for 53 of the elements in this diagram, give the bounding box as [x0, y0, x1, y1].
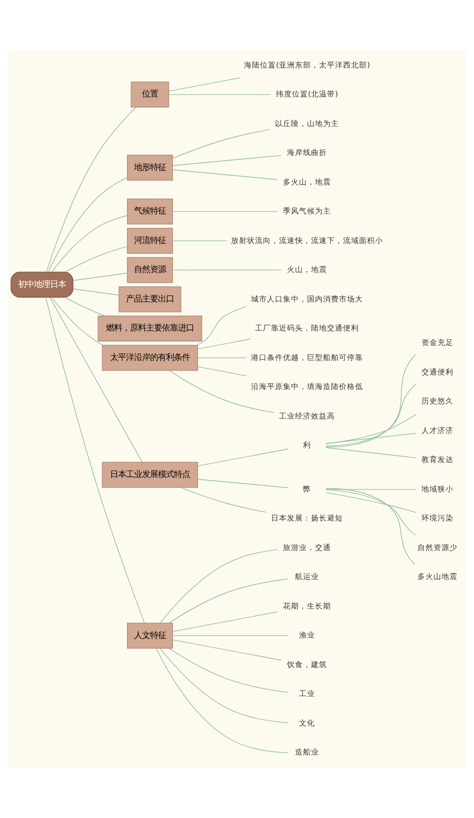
connector: [180, 487, 266, 513]
node-box: 燃料，原料主要依靠进口: [98, 316, 202, 342]
connector: [172, 211, 278, 212]
connector: [45, 296, 145, 624]
node-box: 自然资源: [126, 257, 173, 283]
node-box: 人文特征: [126, 622, 173, 649]
connector: [197, 478, 288, 488]
connector: [51, 215, 128, 272]
node-box: 产品主要出口: [118, 286, 182, 312]
node-box: 气候特征: [126, 198, 173, 224]
connector: [197, 338, 250, 350]
connector: [46, 106, 136, 272]
connector: [51, 297, 104, 346]
connector: [50, 297, 142, 462]
connector: [168, 578, 288, 624]
connector: [326, 354, 416, 448]
node-box: 河流特征: [126, 228, 173, 254]
node-box: 初中地理日本: [10, 272, 74, 298]
node-box: 太平洋沿岸的有利条件: [102, 344, 198, 371]
connector: [168, 94, 271, 95]
connector: [172, 635, 288, 636]
connector: [172, 129, 270, 159]
connector: [326, 492, 416, 513]
connector: [196, 306, 247, 346]
connector: [64, 296, 106, 316]
connector: [172, 155, 282, 166]
connector: [168, 648, 288, 693]
connector: [326, 432, 416, 444]
connector: [160, 549, 278, 624]
connector: [326, 489, 416, 490]
connector: [197, 357, 247, 358]
connector: [72, 272, 128, 281]
connector: [72, 288, 120, 296]
connector: [172, 240, 228, 242]
connector: [325, 489, 416, 536]
connector: [64, 246, 128, 272]
connector: [168, 370, 274, 413]
connector: [160, 648, 288, 724]
connector: [326, 488, 416, 565]
node-box: 地形特征: [126, 154, 173, 181]
node-box: 日本工业发展模式特点: [102, 462, 198, 488]
connector: [172, 611, 278, 632]
connector: [197, 448, 288, 466]
connector: [326, 447, 416, 458]
connector: [326, 384, 416, 446]
connector: [48, 176, 128, 272]
connector: [172, 169, 278, 180]
connector: [197, 366, 247, 376]
connector: [156, 648, 288, 754]
connector: [172, 639, 282, 661]
connector: [325, 414, 417, 444]
connector: [168, 78, 240, 92]
node-box: 位置: [130, 82, 170, 108]
